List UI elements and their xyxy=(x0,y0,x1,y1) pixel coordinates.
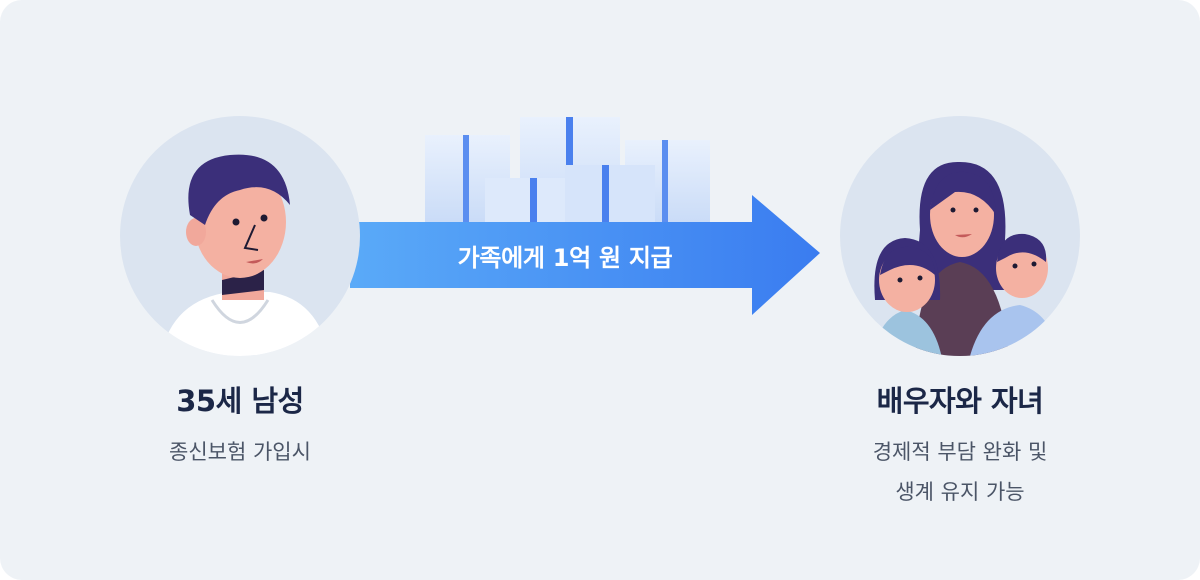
money-stack-icon xyxy=(425,117,710,225)
arrow-icon xyxy=(350,195,820,315)
left-caption: 35세 남성 종신보험 가입시 xyxy=(40,378,440,472)
family-avatar xyxy=(840,116,1080,356)
left-subtitle: 종신보험 가입시 xyxy=(169,440,311,464)
right-title: 배우자와 자녀 xyxy=(876,384,1044,418)
man-avatar xyxy=(120,116,360,356)
right-caption: 배우자와 자녀 경제적 부담 완화 및 생계 유지 가능 xyxy=(760,378,1160,512)
arrow-label: 가족에게 1억 원 지급 xyxy=(457,244,673,272)
right-subtitle-line-2: 생계 유지 가능 xyxy=(895,480,1025,504)
right-subtitle-line-1: 경제적 부담 완화 및 xyxy=(872,440,1048,464)
left-title: 35세 남성 xyxy=(176,384,304,418)
